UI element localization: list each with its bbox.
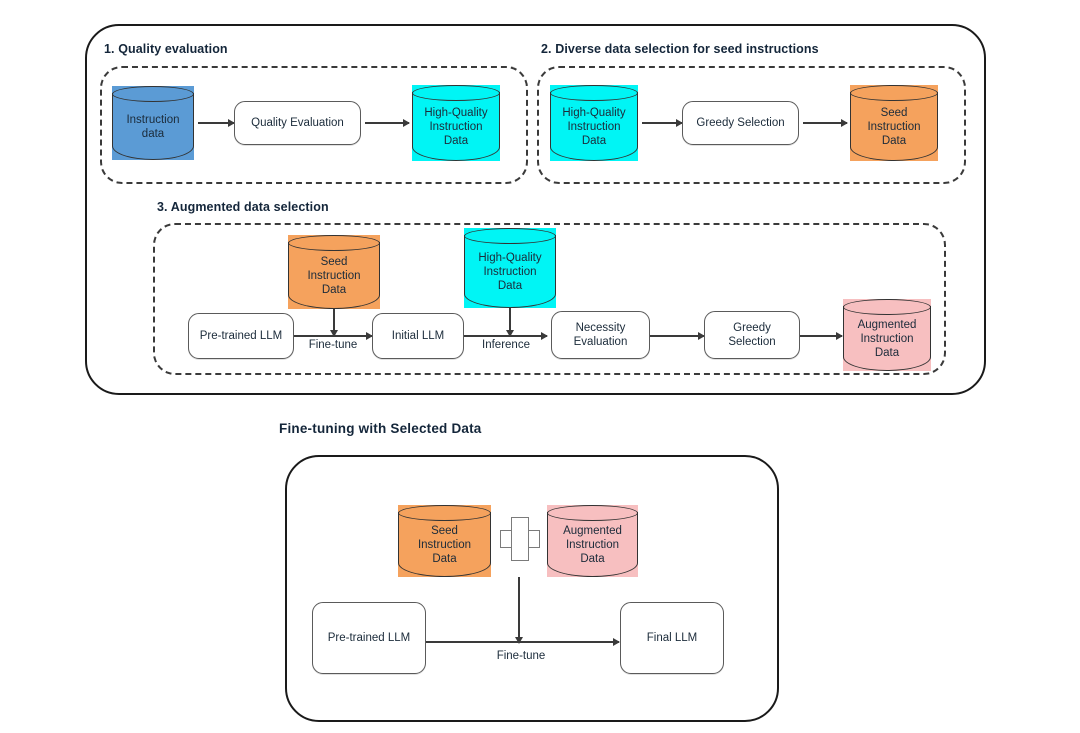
db-label-line: Data: [432, 553, 457, 565]
cylinder-top: [547, 505, 638, 521]
cylinder-body: [550, 92, 638, 161]
db-high-quality-instruction-data-s3[interactable]: High-Quality Instruction Data: [464, 228, 556, 308]
cylinder-top: [398, 505, 491, 521]
arrow-pretrained-to-final: [426, 641, 619, 643]
process-final-llm[interactable]: Final LLM: [620, 602, 724, 674]
cylinder-top: [288, 235, 380, 251]
db-label-line: Instruction: [567, 120, 621, 133]
db-label-line: Instruction: [429, 120, 483, 133]
db-seed-instruction-data-bottom[interactable]: Seed Instruction Data: [398, 505, 491, 577]
plus-inner-fill: [512, 531, 526, 545]
bottom-block-title: Fine-tuning with Selected Data: [279, 421, 482, 436]
db-label-line: Instruction: [565, 538, 620, 551]
arrow-necessity-to-greedy: [650, 335, 704, 337]
process-necessity-evaluation[interactable]: Necessity Evaluation: [551, 311, 650, 359]
db-label-line: Augmented: [563, 524, 622, 537]
db-label-line: High-Quality: [562, 106, 626, 119]
db-label-line: Data: [321, 284, 347, 296]
db-label-line: High-Quality: [424, 106, 488, 119]
plus-icon: [500, 517, 540, 561]
db-augmented-instruction-data-bottom[interactable]: Augmented Instruction Data: [547, 505, 638, 577]
edge-label-inference: Inference: [482, 339, 530, 351]
db-label: Seed Instruction Data: [850, 96, 938, 158]
cylinder-body: [412, 92, 500, 161]
section-2-dashed-box: [537, 66, 966, 184]
arrow-seed-down-to-finetune: [333, 309, 335, 336]
arrow-instruction-to-quality: [198, 122, 234, 124]
section-1-dashed-box: [100, 66, 528, 184]
db-label: High-Quality Instruction Data: [464, 239, 556, 305]
db-label-line: Data: [580, 553, 605, 565]
process-initial-llm[interactable]: Initial LLM: [372, 313, 464, 359]
db-augmented-instruction-data-s3[interactable]: Augmented Instruction Data: [843, 299, 931, 371]
db-high-quality-instruction-data-s1[interactable]: High-Quality Instruction Data: [412, 85, 500, 161]
arrow-initial-to-necessity: [464, 335, 547, 337]
db-label: High-Quality Instruction Data: [550, 96, 638, 158]
db-label-line: Instruction: [860, 332, 914, 345]
process-label-line: Greedy: [733, 321, 771, 334]
cylinder-body: [547, 512, 638, 577]
section-title-3: 3. Augmented data selection: [157, 200, 329, 214]
db-seed-instruction-data-s2[interactable]: Seed Instruction Data: [850, 85, 938, 161]
db-label-line: Seed: [880, 106, 908, 119]
arrow-pretrained-to-initial: [294, 335, 372, 337]
cylinder-body: [850, 92, 938, 161]
db-label: Augmented Instruction Data: [547, 516, 638, 574]
arrow-greedy-to-seed: [803, 122, 847, 124]
process-label-line: Necessity: [575, 321, 626, 334]
cylinder-body: [843, 306, 931, 371]
process-pre-trained-llm-s3[interactable]: Pre-trained LLM: [188, 313, 294, 359]
db-label-line: High-Quality: [478, 251, 542, 264]
db-label: Seed Instruction Data: [288, 246, 380, 306]
arrow-hq-to-greedy: [642, 122, 682, 124]
db-label: Instruction data: [112, 97, 194, 157]
db-label: Augmented Instruction Data: [843, 310, 931, 368]
process-quality-evaluation[interactable]: Quality Evaluation: [234, 101, 361, 145]
cylinder-top: [412, 85, 500, 101]
cylinder-top: [550, 85, 638, 101]
section-title-2: 2. Diverse data selection for seed instr…: [541, 42, 819, 56]
cylinder-top: [843, 299, 931, 315]
cylinder-top: [112, 86, 194, 102]
db-label-line: Data: [581, 135, 607, 147]
process-greedy-selection-s3[interactable]: Greedy Selection: [704, 311, 800, 359]
db-label-line: Instruction: [126, 113, 180, 126]
process-label-line: Evaluation: [573, 336, 628, 348]
db-label-line: Augmented: [857, 318, 917, 331]
arrow-quality-to-hq: [365, 122, 409, 124]
db-label-line: Instruction: [417, 538, 472, 551]
arrow-combined-data-down: [518, 577, 520, 643]
section-3-dashed-box: [153, 223, 946, 375]
process-pre-trained-llm-bottom[interactable]: Pre-trained LLM: [312, 602, 426, 674]
db-label-line: Data: [874, 347, 900, 359]
db-label-line: Instruction: [867, 120, 921, 133]
cylinder-top: [464, 228, 556, 244]
cylinder-body: [398, 512, 491, 577]
db-instruction-data[interactable]: Instruction data: [112, 86, 194, 160]
cylinder-body: [112, 93, 194, 160]
process-greedy-selection-s2[interactable]: Greedy Selection: [682, 101, 799, 145]
db-label-line: data: [141, 128, 165, 140]
process-label-line: Selection: [728, 336, 776, 348]
db-seed-instruction-data-s3[interactable]: Seed Instruction Data: [288, 235, 380, 309]
arrow-hq-down-to-inference: [509, 308, 511, 336]
db-label: High-Quality Instruction Data: [412, 96, 500, 158]
db-label-line: Data: [443, 135, 469, 147]
fine-tuning-outer-container: [285, 455, 779, 722]
db-label-line: Instruction: [307, 269, 361, 282]
db-label-line: Seed: [431, 524, 458, 537]
db-label-line: Data: [497, 280, 523, 292]
db-label: Seed Instruction Data: [398, 516, 491, 574]
cylinder-top: [850, 85, 938, 101]
edge-label-fine-tune-bottom: Fine-tune: [496, 650, 546, 662]
edge-label-fine-tune-s3: Fine-tune: [308, 339, 358, 351]
db-high-quality-instruction-data-s2[interactable]: High-Quality Instruction Data: [550, 85, 638, 161]
arrow-greedy-to-augmented: [800, 335, 842, 337]
db-label-line: Seed: [320, 255, 348, 268]
db-label-line: Data: [881, 135, 907, 147]
section-title-1: 1. Quality evaluation: [104, 42, 228, 56]
cylinder-body: [464, 235, 556, 308]
db-label-line: Instruction: [483, 265, 537, 278]
